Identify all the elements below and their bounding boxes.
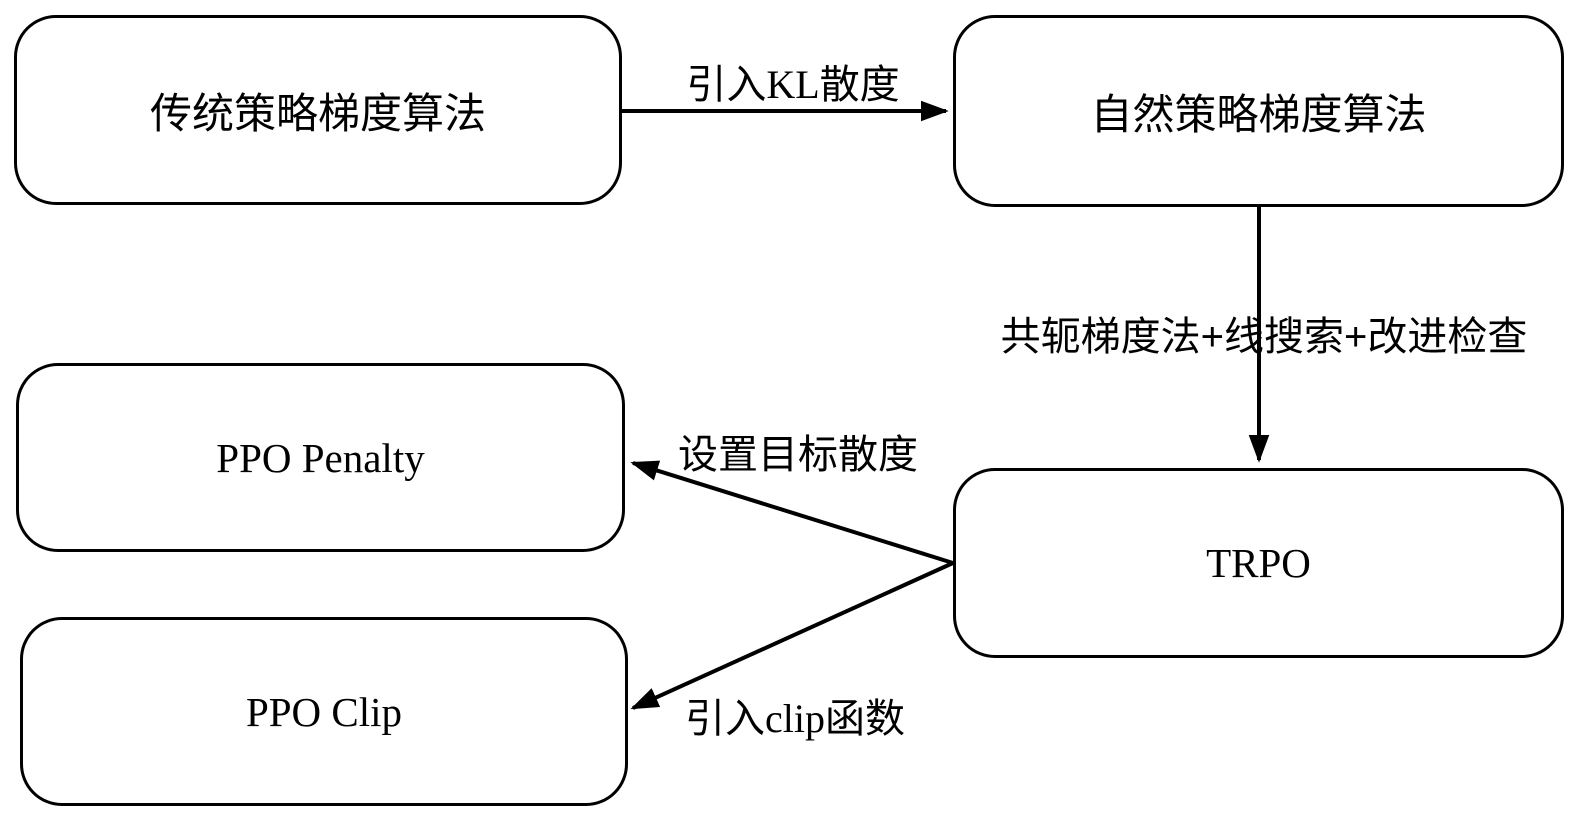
edge-label-introduce-clip-function: 引入clip函数 <box>685 696 905 741</box>
node-trpo-label: TRPO <box>1206 540 1311 586</box>
edge-label-introduce-kl-divergence: 引入KL散度 <box>686 62 900 107</box>
node-ppo-clip: PPO Clip <box>20 617 628 806</box>
node-ppo-penalty-label: PPO Penalty <box>216 434 425 481</box>
node-traditional-policy-gradient: 传统策略梯度算法 <box>14 15 622 205</box>
edge-label-set-target-divergence: 设置目标散度 <box>678 433 918 477</box>
node-natural-label: 自然策略梯度算法 <box>1090 90 1427 138</box>
node-natural-policy-gradient: 自然策略梯度算法 <box>953 15 1564 207</box>
node-ppo-penalty: PPO Penalty <box>16 363 625 552</box>
node-traditional-label: 传统策略梯度算法 <box>149 89 486 137</box>
node-ppo-clip-label: PPO Clip <box>245 688 403 735</box>
edge-label-conjugate-gradient-line-search-improve-check: 共轭梯度法+线搜索+改进检查 <box>1000 315 1528 359</box>
node-trpo: TRPO <box>953 468 1564 658</box>
